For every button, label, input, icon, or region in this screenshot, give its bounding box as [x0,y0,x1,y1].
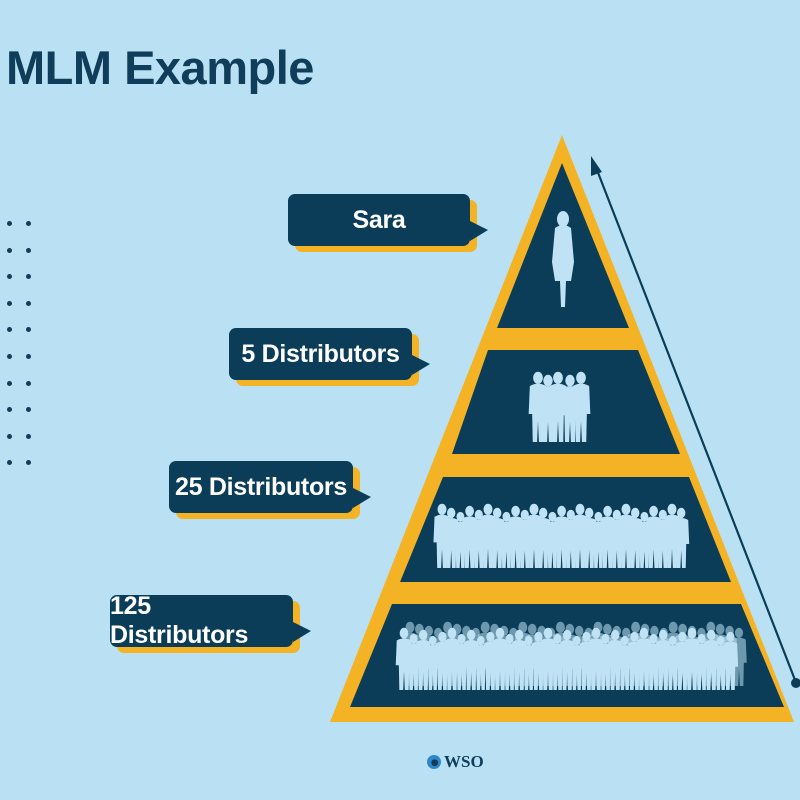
decorative-dot [26,433,31,439]
page-title: MLM Example [6,41,314,94]
wso-logo-icon [427,755,441,769]
tier-label-25-distributors: 25 Distributors [169,461,371,513]
decorative-dot [26,247,31,253]
decorative-dot [7,460,12,466]
bubble-tail [353,488,371,508]
decorative-dot [26,221,31,226]
decorative-dot [7,433,12,439]
decorative-dot [26,353,31,359]
large-crowd-silhouette-icon [395,621,747,690]
person-silhouette [722,631,739,690]
bubble-tail [412,355,430,375]
decorative-dot [7,274,12,280]
group-silhouette-icon [528,371,591,442]
decorative-dot-grid [7,221,32,466]
decorative-dot [26,300,31,306]
decorative-dot [7,407,12,413]
tier-label-text: 125 Distributors [110,592,249,649]
tier-label-sara: Sara [288,194,488,246]
tier-label-text: 5 Distributors [241,339,400,368]
crowd-silhouette-icon [433,503,690,568]
decorative-dot [7,327,12,333]
decorative-dot [26,274,31,280]
decorative-dot [26,327,31,333]
person-silhouette [673,507,690,568]
decorative-dot [7,353,12,359]
tier-label-text: Sara [352,205,406,234]
decorative-dot [7,247,12,253]
decorative-dot [26,380,31,386]
decorative-dot [7,300,12,306]
decorative-dot [7,221,12,226]
wso-brand: WSO [427,752,484,772]
bubble-tail [470,221,488,241]
tier-label-125-distributors: 125 Distributors [110,592,311,649]
bubble-tail [293,622,311,642]
decorative-dot [26,407,31,413]
growth-arrow-icon [591,156,800,688]
decorative-dot [26,460,31,466]
woman-silhouette-icon [552,211,574,307]
person-silhouette [571,371,591,442]
wso-brand-text: WSO [444,752,484,771]
tier-label-text: 25 Distributors [175,472,347,501]
tier-label-5-distributors: 5 Distributors [229,328,430,380]
decorative-dot [7,380,12,386]
